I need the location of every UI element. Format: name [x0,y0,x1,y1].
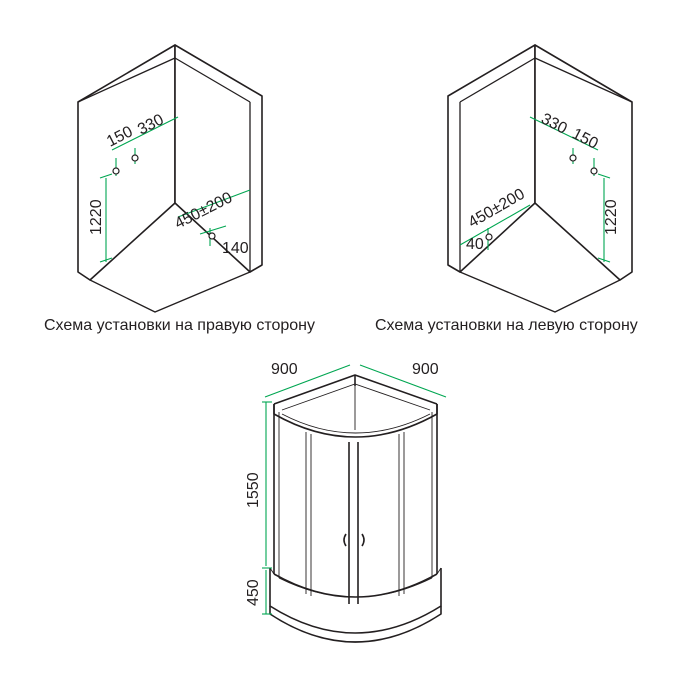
drain-outlet-icon [208,232,216,240]
left-scheme-water-inlets [485,154,598,241]
left-scheme-walls [447,44,633,313]
water-inlet-icon [590,167,598,175]
cabin-posts [273,386,438,578]
left-dim-40: 40 [466,236,484,253]
water-inlet-icon [131,154,139,162]
left-scheme-caption: Схема установки на левую сторону [375,317,638,334]
water-inlet-icon [569,154,577,162]
door-handle-right-icon [361,533,365,547]
water-inlet-icon [112,167,120,175]
right-scheme-water-inlets [112,154,216,240]
cabin-top-frame [273,374,438,438]
door-handle-left-icon [343,533,347,547]
left-installation-scheme: 330 150 1220 450±200 40 Схема установки … [375,44,638,334]
right-scheme-dimension-lines [99,116,251,263]
cabin-dim-width-right: 900 [412,361,439,378]
left-dim-1220: 1220 [603,199,620,235]
cabin-dim-width-left: 900 [271,361,298,378]
cabin-dim-height-tray: 450 [245,579,262,606]
right-scheme-caption: Схема установки на правую сторону [44,317,315,334]
cabin-dim-height-glass: 1550 [245,472,262,508]
right-dim-1220: 1220 [88,199,105,235]
cabin-dimension-lines [262,364,447,615]
right-scheme-walls [77,44,263,313]
right-installation-scheme: 150 330 1220 450±200 140 Схема установки… [44,44,315,334]
drain-outlet-icon [485,233,493,241]
cabin-doors [305,432,405,604]
shower-cabin: 900 900 1550 450 [245,361,447,643]
cabin-tray [269,567,442,643]
right-dim-140: 140 [222,240,249,257]
